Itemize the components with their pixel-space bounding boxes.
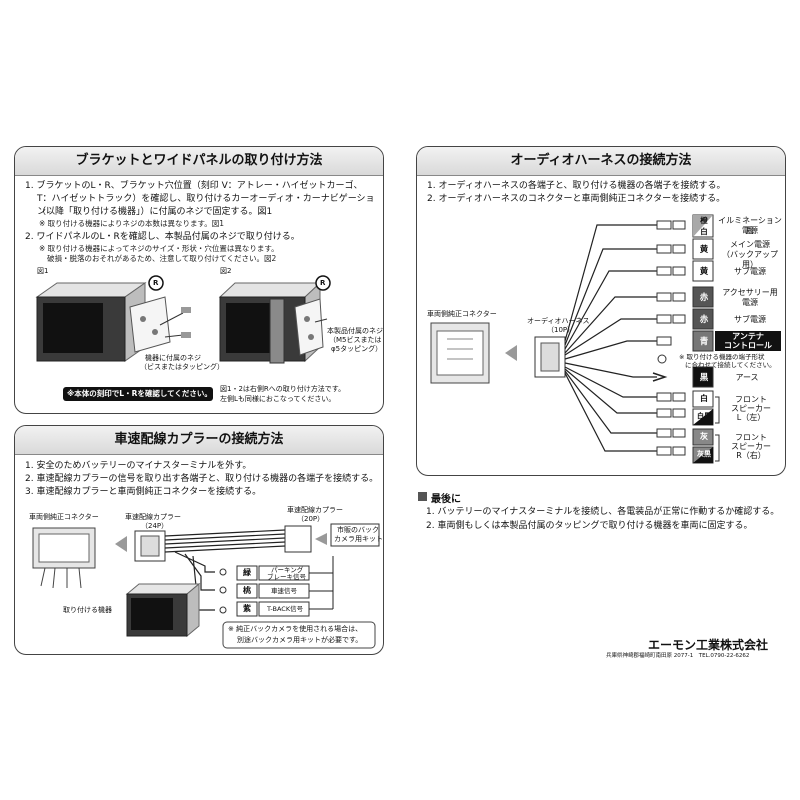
fig1-label: 図1 bbox=[37, 267, 49, 275]
front-l-c: L（左） bbox=[736, 413, 766, 422]
engrave-note: ※本体の刻印でL・Rを確認してください。 bbox=[67, 389, 212, 398]
figs-note2: 左側Lも同様におこなってください。 bbox=[220, 395, 336, 403]
coupler24-a: 車速配線カプラー bbox=[125, 513, 181, 521]
speed-step1: 1. 安全のためバッテリーのマイナスターミナルを外す。 bbox=[25, 461, 252, 471]
fig2-device bbox=[218, 281, 328, 364]
sig-parking-a: パーキング bbox=[271, 566, 304, 574]
label-illumination-b: 電源 bbox=[742, 226, 758, 235]
speed-step2: 2. 車速配線カプラーの信号を取り出す各端子と、取り付ける機器の各端子を接続する… bbox=[25, 474, 379, 484]
speed-note-a: ※ 純正バックカメラを使用される場合は、 bbox=[228, 625, 363, 633]
bracket-note2a: ※ 取り付ける機器によってネジのサイズ・形状・穴位置は異なります。 bbox=[39, 244, 279, 253]
wire-red-acc: 赤 bbox=[699, 293, 709, 303]
bracket-note1: ※ 取り付ける機器によりネジの本数は異なります。図1 bbox=[39, 219, 225, 228]
coupler20-a: 車速配線カプラー bbox=[287, 506, 343, 514]
screw1-label-a: 機器に付属のネジ bbox=[145, 354, 201, 362]
bracket-figures bbox=[35, 275, 331, 401]
figs-note1: 図1・2は右側Rへの取り付け方法です。 bbox=[220, 385, 346, 393]
screw1-label-b: （ビスまたはタッピング） bbox=[140, 363, 224, 371]
speed-device-label: 取り付ける機器 bbox=[63, 606, 112, 614]
label-main-power-a: メイン電源 bbox=[730, 240, 770, 249]
company-address: 兵庫県神崎郡福崎町南田原 2077-1 TEL.0790-22-6262 bbox=[606, 653, 750, 659]
speed-panel: 車速配線カプラーの接続方法 1. 安全のためバッテリーのマイナスターミナルを外す… bbox=[14, 425, 384, 655]
sig-speed: 車速信号 bbox=[271, 587, 297, 595]
speed-vehicle-connector-shape bbox=[32, 527, 96, 589]
audio-title: オーディオハーネスの接続方法 bbox=[417, 147, 785, 176]
fig1-device bbox=[35, 282, 191, 362]
wire-yellow-sub: 黄 bbox=[699, 267, 709, 277]
speed-note-b: 別途バックカメラ用キットが必要です。 bbox=[237, 636, 363, 644]
label-ground: アース bbox=[735, 373, 759, 382]
front-l-b: スピーカー bbox=[731, 404, 771, 413]
fig2-r-mark: R bbox=[320, 279, 326, 287]
audio-vehicle-connector-shape bbox=[430, 322, 490, 384]
label-antenna-b: コントロール bbox=[724, 341, 772, 350]
fig1-r-mark: R bbox=[153, 279, 159, 287]
bracket-step1a: 1. ブラケットのL・R、ブラケット穴位置（刻印 V：アトレー・ハイゼットカーゴ… bbox=[25, 181, 363, 191]
speed-vehicle-connector: 車両側純正コネクター bbox=[29, 513, 99, 521]
bracket-step1b: T：ハイゼットトラック）を確認し、取り付けるカーオーディオ・カーナビゲーション bbox=[37, 194, 375, 217]
front-r-a: フロント bbox=[735, 433, 767, 442]
coupler20-b: （20P） bbox=[297, 515, 325, 523]
camera-kit-a: 市販のバック bbox=[337, 526, 379, 534]
audio-harness-a: オーディオハーネス bbox=[527, 317, 590, 325]
coupler24-b: （24P） bbox=[141, 522, 169, 530]
front-l-a: フロント bbox=[735, 395, 767, 404]
wire-orange-white: 橙 bbox=[700, 216, 708, 225]
speed-step3: 3. 車速配線カプラーと車両側純正コネクターを接続する。 bbox=[25, 487, 262, 497]
bracket-step2: 2. ワイドパネルのL・Rを確認し、本製品付属のネジで取り付ける。 bbox=[25, 232, 300, 242]
bracket-note2b: 破損・脱落のおそれがあるため、注意して取り付けてください。図2 bbox=[47, 254, 277, 263]
sig-parking-b: ブレーキ信号 bbox=[267, 573, 306, 581]
wire-gray: 灰 bbox=[700, 432, 708, 441]
screw2-label-b: （M5ビスまたは bbox=[329, 336, 382, 344]
wire-peach: 桃 bbox=[243, 586, 251, 595]
antenna-note-a: ※ 取り付ける機器の端子形状 bbox=[679, 353, 765, 361]
audio-step1: 1. オーディオハーネスの各端子と、取り付ける機器の各端子を接続する。 bbox=[427, 181, 726, 191]
label-sub-power-1: サブ電源 bbox=[734, 267, 766, 276]
sig-tback: T-BACK信号 bbox=[267, 605, 304, 613]
wire-purple: 紫 bbox=[243, 604, 251, 613]
speed-device-shape bbox=[125, 582, 201, 638]
wire-red-sub: 赤 bbox=[699, 315, 709, 325]
last-section: 最後に 1. バッテリーのマイナスターミナルを接続し、各電装品が正常に作動するか… bbox=[418, 490, 788, 550]
screw2-label-c: φ5タッピング） bbox=[331, 345, 383, 353]
label-main-power-b: （バックアップ用） bbox=[722, 250, 778, 269]
front-r-b: スピーカー bbox=[731, 442, 771, 451]
last-step1: 1. バッテリーのマイナスターミナルを接続し、各電装品が正常に作動するか確認する… bbox=[426, 507, 780, 517]
wire-white-black: 白黒 bbox=[697, 412, 711, 420]
wire-gray-black: 灰黒 bbox=[697, 450, 711, 458]
audio-diagram bbox=[430, 214, 781, 464]
last-step2: 2. 車両側もしくは本製品付属のタッピングで取り付ける機器を車両に固定する。 bbox=[426, 521, 753, 531]
label-accessory-b: 電源 bbox=[742, 298, 758, 307]
wire-yellow-main: 黄 bbox=[699, 245, 709, 255]
label-illumination-a: イルミネーション用 bbox=[718, 216, 782, 235]
bracket-step1c: （以降「取り付ける機器」）に付属のネジで固定する。図1 bbox=[37, 207, 273, 217]
wire-blue: 青 bbox=[699, 337, 709, 347]
company-name: エーモン工業株式会社 bbox=[648, 638, 769, 652]
label-accessory-a: アクセサリー用 bbox=[722, 288, 778, 297]
audio-vehicle-connector: 車両側純正コネクター bbox=[427, 310, 497, 318]
speed-title: 車速配線カプラーの接続方法 bbox=[15, 426, 383, 455]
audio-harness-b: （10P） bbox=[547, 326, 575, 334]
bracket-panel: ブラケットとワイドパネルの取り付け方法 1. ブラケットのL・R、ブラケット穴位… bbox=[14, 146, 384, 414]
bracket-title: ブラケットとワイドパネルの取り付け方法 bbox=[15, 147, 383, 176]
label-sub-power-2: サブ電源 bbox=[734, 315, 766, 324]
audio-panel: オーディオハーネスの接続方法 1. オーディオハーネスの各端子と、取り付ける機器… bbox=[416, 146, 786, 476]
camera-kit-b: カメラ用キット bbox=[334, 535, 383, 543]
speed-diagram bbox=[32, 523, 380, 649]
wire-orange-white-sub: 白 bbox=[700, 227, 708, 236]
antenna-note-b: に合わせて接続してください。 bbox=[685, 361, 776, 369]
wire-white: 白 bbox=[700, 394, 708, 403]
audio-step2: 2. オーディオハーネスのコネクターと車両側純正コネクターを接続する。 bbox=[427, 194, 726, 204]
last-title: 最後に bbox=[431, 494, 461, 505]
last-marker bbox=[418, 492, 427, 501]
wire-black: 黒 bbox=[699, 373, 709, 383]
label-antenna-a: アンテナ bbox=[732, 332, 764, 341]
front-r-c: R（右） bbox=[736, 451, 766, 460]
wire-green: 緑 bbox=[243, 568, 251, 577]
screw2-label-a: 本製品付属のネジ bbox=[327, 327, 383, 335]
fig2-label: 図2 bbox=[220, 267, 232, 275]
